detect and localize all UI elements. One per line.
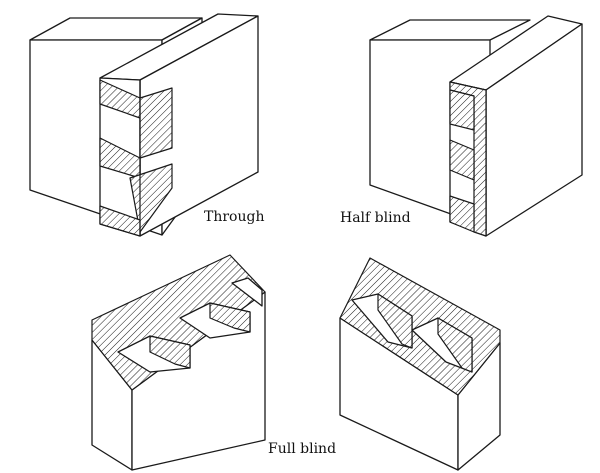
half-blind-label: Half blind [340, 210, 411, 226]
half-blind-dovetail-joint [369, 15, 583, 237]
full-blind-left-pin-2 [209, 302, 251, 333]
full-blind-joint-left [91, 254, 266, 471]
half-blind-back-board-top [369, 19, 531, 41]
through-dovetail-joint [29, 13, 259, 237]
full-blind-right-tail-2 [437, 317, 473, 373]
through-pin-1 [139, 87, 173, 159]
through-label: Through [204, 209, 265, 225]
half-blind-socket-1 [449, 89, 475, 131]
half-blind-socket-3 [449, 195, 475, 233]
half-blind-socket-2 [449, 139, 475, 181]
full-blind-left-cut-3 [231, 277, 263, 307]
full-blind-label: Full blind [268, 441, 337, 457]
full-blind-left-pin-1 [149, 335, 191, 369]
full-blind-joint-right [339, 257, 501, 471]
full-blind-right-tail-1 [377, 293, 413, 349]
